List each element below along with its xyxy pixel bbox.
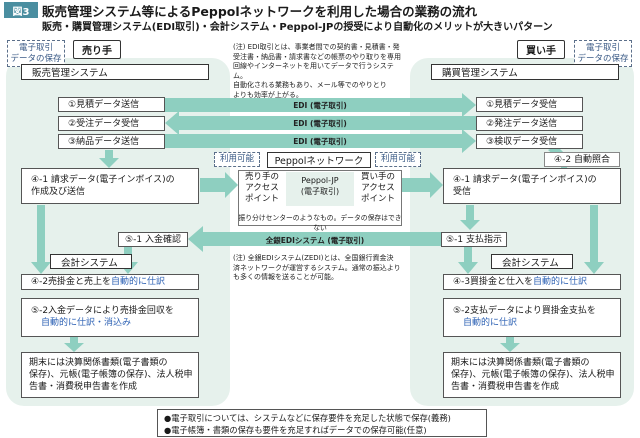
seller-storage-line2: データの保存 bbox=[10, 54, 62, 64]
edi-note-line1: (注) EDI取引とは、事業者間での契約書・見積書・発 bbox=[233, 43, 400, 51]
seller-acc1-text: ④-2売掛金と売上を bbox=[31, 277, 112, 287]
buyer-closing-line3: 告書・消費税申告書を作成 bbox=[451, 382, 560, 392]
buyer-acc1-auto: 自動的に仕訳 bbox=[533, 277, 588, 287]
seller-accounting-item2: ⑤-2入金データにより売掛金回収を 自動的に仕訳・消込み bbox=[21, 298, 199, 337]
peppol-network-title: Peppolネットワーク bbox=[267, 152, 371, 168]
page-subtitle: 販売・購買管理システム(EDI取引)・会計システム・Peppol-JPの授受によ… bbox=[42, 22, 553, 33]
arrow-buyer-down2 bbox=[458, 247, 478, 274]
seller-step1: ①見積データ送信 bbox=[58, 97, 165, 112]
seller-acc2-line1: ⑤-2入金データにより売掛金回収を bbox=[31, 306, 174, 316]
buyer-storage-tag: 電子取引 データの保存 bbox=[574, 40, 632, 67]
seller-storage-line1: 電子取引 bbox=[18, 43, 53, 53]
buyer-ap-line2: アクセス bbox=[361, 183, 395, 193]
seller-closing-line1: 期末には決算関係書類(電子書類の bbox=[29, 358, 168, 368]
arrow-step3 bbox=[165, 129, 476, 153]
zengin-note: (注) 全銀EDIシステム(ZEDI)とは、全国銀行資金決 済ネットワークが運営… bbox=[233, 254, 407, 283]
seller-system: 販売管理システム bbox=[21, 64, 209, 80]
peppol-available-left: 利用可能 bbox=[214, 152, 260, 167]
seller-invoice: ④-1 請求データ(電子インボイス)の 作成及び送信 bbox=[21, 168, 199, 204]
peppol-jp: Peppol-JP (電子取引) bbox=[286, 175, 354, 197]
arrow-invoice-out bbox=[200, 172, 238, 198]
arrow-zengin bbox=[188, 226, 441, 252]
buyer-closing-line2: 保存)、元帳(電子帳簿の保存)、法人税申 bbox=[451, 370, 615, 380]
peppol-jp-line1: Peppol-JP bbox=[301, 176, 339, 185]
footnote-bullets: ●電子取引については、システムなどに保存要件を充足した状態で保存(義務) ●電子… bbox=[157, 409, 487, 437]
edi-label-1: EDI (電子取引) bbox=[293, 101, 347, 110]
seller-acc2-auto: 自動的に仕訳・消込み bbox=[41, 318, 132, 328]
buyer-role-tag: 買い手 bbox=[517, 40, 565, 59]
seller-access-point: 売り手の アクセス ポイント bbox=[240, 172, 284, 205]
buyer-accounting-title: 会計システム bbox=[491, 254, 573, 269]
seller-closing: 期末には決算関係書類(電子書類の 保存)、元帳(電子帳簿の保存)、法人税申 告書… bbox=[21, 352, 199, 398]
seller-invoice-line2: 作成及び送信 bbox=[31, 187, 86, 197]
buyer-storage-line2: データの保存 bbox=[577, 54, 629, 64]
peppol-caption: 振り分けセンターのようなもの。データの保存はできない bbox=[238, 214, 402, 232]
buyer-auto-match: ④-2 自動照合 bbox=[544, 152, 620, 167]
buyer-payment: ⑤-1 支払指示 bbox=[441, 232, 507, 247]
buyer-invoice: ④-1 請求データ(電子インボイス)の 受信 bbox=[443, 168, 621, 204]
edi-label-2: EDI (電子取引) bbox=[293, 119, 347, 128]
seller-accounting-title: 会計システム bbox=[50, 254, 132, 269]
arrow-step1 bbox=[165, 93, 476, 117]
buyer-acc2-auto: 自動的に仕訳 bbox=[463, 318, 518, 328]
zengin-note-line1: (注) 全銀EDIシステム(ZEDI)とは、全国銀行資金決 bbox=[233, 254, 394, 262]
buyer-system: 購買管理システム bbox=[431, 64, 619, 80]
arrow-seller-down1 bbox=[99, 150, 119, 168]
seller-ap-line1: 売り手の bbox=[244, 172, 279, 182]
buyer-storage-line1: 電子取引 bbox=[585, 43, 620, 53]
buyer-step1: ①見積データ受信 bbox=[476, 97, 583, 112]
peppol-jp-line2: (電子取引) bbox=[300, 187, 340, 196]
buyer-ap-line1: 買い手の bbox=[360, 172, 395, 182]
edi-note-line4: 自動化される業務もあり、メール等でのやりとり bbox=[233, 81, 387, 89]
edi-note-line5: よりも効率が上がる。 bbox=[233, 90, 303, 99]
seller-role-tag: 売り手 bbox=[73, 40, 121, 59]
figure-label: 図3 bbox=[4, 2, 38, 18]
buyer-accounting-item1: ④-3買掛金と仕入を自動的に仕訳 bbox=[443, 274, 621, 290]
bullet-1: ●電子取引については、システムなどに保存要件を充足した状態で保存(義務) bbox=[164, 413, 451, 423]
seller-ap-line3: ポイント bbox=[244, 194, 279, 204]
seller-invoice-line1: ④-1 請求データ(電子インボイス)の bbox=[31, 175, 175, 185]
peppol-available-right: 利用可能 bbox=[375, 152, 421, 167]
edi-label-3: EDI (電子取引) bbox=[293, 137, 347, 146]
buyer-step2: ②発注データ送信 bbox=[476, 116, 583, 131]
arrow-buyer-down1 bbox=[460, 205, 480, 230]
buyer-acc1-text: ④-3買掛金と仕入を bbox=[453, 277, 534, 287]
seller-step3: ③納品データ送信 bbox=[58, 134, 165, 149]
seller-step2: ②受注データ受信 bbox=[58, 116, 165, 131]
seller-ap-line2: アクセス bbox=[245, 183, 279, 193]
arrow-invoice-in bbox=[402, 172, 443, 198]
arrow-step2 bbox=[165, 111, 476, 135]
peppol-jp-box bbox=[286, 172, 354, 206]
arrow-buyer-down4 bbox=[500, 337, 520, 352]
bullet-2: ●電子帳簿・書類の保存も要件を充足すればデータでの保存可能(任意) bbox=[164, 425, 427, 435]
buyer-acc2-line1: ⑤-2支払データにより買掛金支払を bbox=[453, 306, 596, 316]
arrow-buyer-down3 bbox=[584, 205, 604, 274]
arrow-seller-down4 bbox=[64, 337, 84, 352]
buyer-closing: 期末には決算関係書類(電子書類の 保存)、元帳(電子帳簿の保存)、法人税申 告書… bbox=[443, 352, 621, 398]
edi-note-line3: 回線やインターネットを用いてデータで行うシステム。 bbox=[233, 62, 394, 80]
buyer-accounting-item2: ⑤-2支払データにより買掛金支払を 自動的に仕訳 bbox=[443, 298, 621, 337]
edi-note-line2: 受注書・納品書・請求書などの帳票のやり取りを専用 bbox=[233, 52, 401, 61]
seller-closing-line2: 保存)、元帳(電子帳簿の保存)、法人税申 bbox=[29, 370, 193, 380]
seller-closing-line3: 告書・消費税申告書を作成 bbox=[29, 382, 138, 392]
arrow-seller-down2 bbox=[31, 205, 51, 274]
buyer-closing-line1: 期末には決算関係書類(電子書類の bbox=[451, 358, 590, 368]
buyer-ap-line3: ポイント bbox=[360, 194, 395, 204]
seller-acc1-auto: 自動的に仕訳 bbox=[111, 277, 166, 287]
seller-receipt: ⑤-1 入金確認 bbox=[118, 232, 188, 247]
seller-storage-tag: 電子取引 データの保存 bbox=[7, 40, 65, 67]
zengin-note-line2: 済ネットワークが運営するシステム。通常の振込より bbox=[233, 263, 401, 272]
buyer-access-point: 買い手の アクセス ポイント bbox=[356, 172, 400, 205]
edi-note: (注) EDI取引とは、事業者間での契約書・見積書・発 受注書・納品書・請求書な… bbox=[233, 43, 407, 99]
buyer-invoice-line1: ④-1 請求データ(電子インボイス)の bbox=[453, 175, 597, 185]
seller-accounting-item1: ④-2売掛金と売上を自動的に仕訳 bbox=[21, 274, 199, 290]
zengin-label: 全銀EDIシステム (電子取引) bbox=[265, 236, 365, 245]
buyer-step3: ③検収データ受信 bbox=[476, 134, 583, 149]
page-title: 販売管理システム等によるPeppolネットワークを利用した場合の業務の流れ bbox=[42, 4, 478, 19]
zengin-note-line3: も多くの情報を送ることが可能。 bbox=[233, 273, 338, 281]
buyer-invoice-line2: 受信 bbox=[453, 187, 472, 197]
